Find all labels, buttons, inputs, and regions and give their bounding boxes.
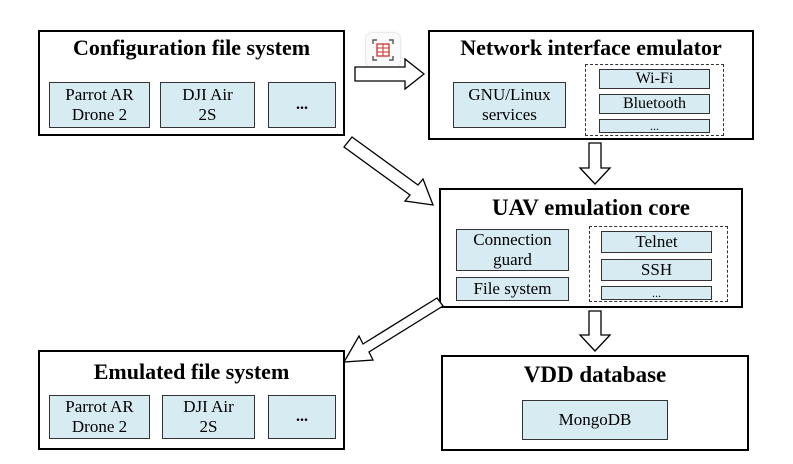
protocols-more-box: ... xyxy=(601,286,712,300)
ssh-box: SSH xyxy=(601,259,712,281)
net-emulator-title: Network interface emulator xyxy=(460,35,722,60)
wifi-box: Wi-Fi xyxy=(599,69,710,89)
bluetooth-box: Bluetooth xyxy=(599,94,710,114)
config-fs-item-parrot: Parrot AR Drone 2 xyxy=(49,82,150,128)
arrow-core-to-emulated xyxy=(342,297,444,363)
protocols-group xyxy=(589,226,728,302)
gnu-linux-services-box: GNU/Linux services xyxy=(453,82,566,128)
config-fs-title: Configuration file system xyxy=(72,35,311,60)
config-fs-item-more: ... xyxy=(268,82,336,128)
mongodb-box: MongoDB xyxy=(522,400,668,440)
arrow-config-to-core xyxy=(343,136,435,206)
emulated-fs-item-parrot: Parrot AR Drone 2 xyxy=(49,395,150,439)
arrow-config-to-net xyxy=(354,57,426,91)
emulated-fs-title: Emulated file system xyxy=(93,359,290,384)
net-interfaces-group xyxy=(585,64,724,136)
uav-core-title: UAV emulation core xyxy=(491,195,691,220)
emulated-fs-item-dji: DJI Air 2S xyxy=(162,395,255,439)
net-interfaces-more-box: ... xyxy=(599,119,710,133)
table-scan-icon[interactable] xyxy=(366,33,400,67)
arrow-net-to-core xyxy=(578,142,612,185)
arrow-core-to-db xyxy=(578,310,612,352)
emulated-fs-item-more: ... xyxy=(268,395,336,439)
telnet-box: Telnet xyxy=(601,231,712,253)
vdd-database-title: VDD database xyxy=(523,362,667,387)
file-system-box: File system xyxy=(456,277,569,301)
connection-guard-box: Connection guard xyxy=(456,229,569,271)
config-fs-item-dji: DJI Air 2S xyxy=(160,82,255,128)
